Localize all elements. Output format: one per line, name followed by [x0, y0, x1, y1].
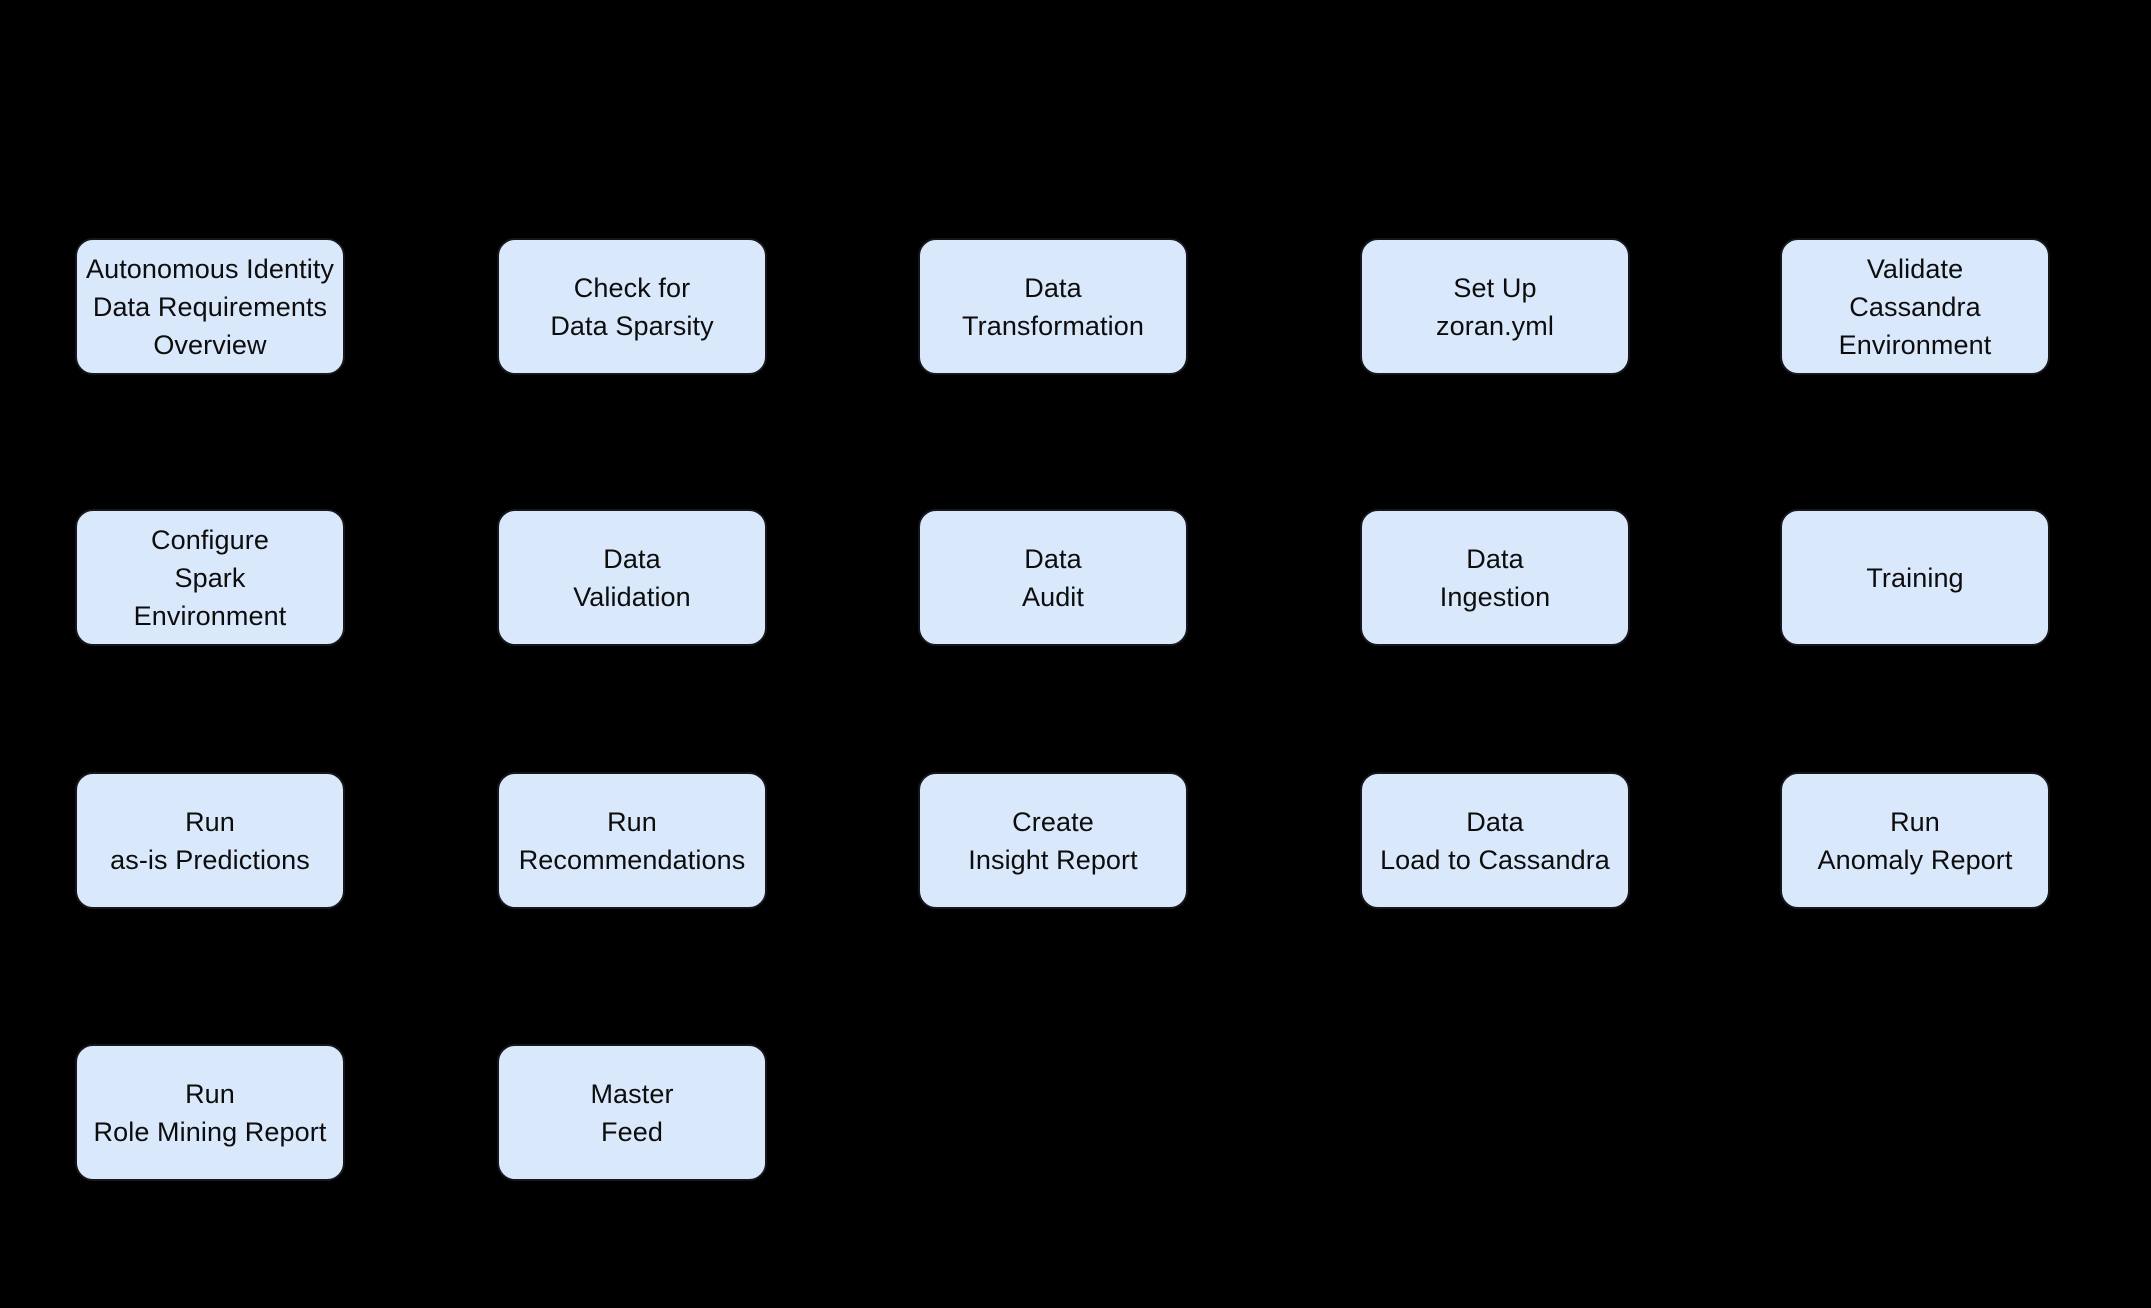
node-label-line: Create [1012, 806, 1094, 837]
node-label-line: Autonomous Identity [85, 253, 335, 284]
node-label-line: Anomaly Report [1817, 844, 2013, 875]
node-run-as-is-predictions[interactable]: Run as-is Predictions [75, 772, 345, 909]
node-label-line: Data [1466, 543, 1524, 574]
node-label-line: Data Requirements [92, 291, 328, 322]
node-label-line: Check for [573, 272, 691, 303]
node-label-line: as-is Predictions [110, 844, 310, 875]
node-label-line: Environment [133, 600, 287, 631]
node-label-line: Recommendations [518, 844, 746, 875]
node-label-line: Master [590, 1078, 674, 1109]
node-label-line: Data [603, 543, 661, 574]
node-label-line: Data [1024, 272, 1082, 303]
node-label-line: Transformation [962, 310, 1144, 341]
node-label-line: Validation [573, 581, 691, 612]
node-label-line: Data [1024, 543, 1082, 574]
node-label-line: Insight Report [968, 844, 1138, 875]
node-label-line: Training [1866, 562, 1964, 593]
node-label-line: Role Mining Report [93, 1116, 327, 1147]
node-label-line: Load to Cassandra [1380, 844, 1610, 875]
node-label-line: zoran.yml [1436, 310, 1554, 341]
node-label-line: Spark [174, 562, 246, 593]
node-label-line: Audit [1021, 581, 1085, 612]
node-label-line: Data [1466, 806, 1524, 837]
node-label-line: Set Up [1453, 272, 1537, 303]
node-label-line: Environment [1838, 329, 1992, 360]
node-label-line: Cassandra [1849, 291, 1981, 322]
node-label-line: Configure [151, 524, 269, 555]
node-training[interactable]: Training [1780, 509, 2050, 646]
node-set-up-zoran-yml[interactable]: Set Up zoran.yml [1360, 238, 1630, 375]
node-label-line: Run [185, 806, 235, 837]
node-label-line: Run [1890, 806, 1940, 837]
node-label-line: Ingestion [1439, 581, 1551, 612]
node-label-line: Feed [601, 1116, 663, 1147]
node-label-line: Data Sparsity [550, 310, 714, 341]
node-label-line: Run [185, 1078, 235, 1109]
node-label-line: Overview [153, 329, 267, 360]
node-label-line: Validate [1866, 253, 1964, 284]
node-label-line: Run [607, 806, 657, 837]
